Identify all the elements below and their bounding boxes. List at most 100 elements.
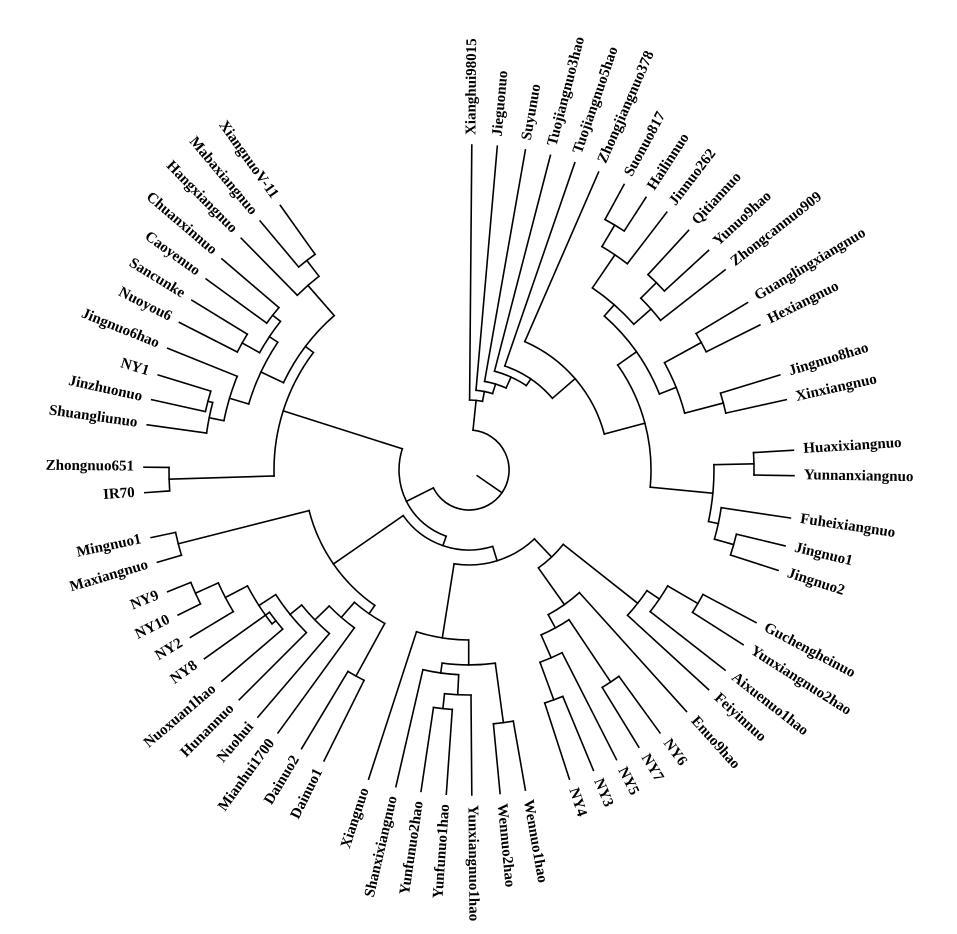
tree-branch-182 [282, 409, 404, 450]
tree-branch-20 [724, 398, 788, 415]
tree-branch-65 [649, 610, 727, 672]
leaf-label: NY4 [565, 786, 589, 819]
tree-branch-49 [493, 154, 552, 373]
tree-branch-160 [204, 277, 268, 325]
tree-branch-181 [441, 535, 448, 547]
leaf-label: Jingnuo1 [793, 540, 854, 569]
tree-branch-73 [538, 661, 555, 701]
tree-branch-98 [456, 673, 460, 696]
leaf-label: Mingnuo1 [75, 531, 143, 560]
tree-branch-43 [523, 170, 600, 343]
tree-branch-101 [439, 662, 444, 674]
tree-branch-115 [194, 581, 220, 595]
tree-branch-119 [220, 627, 284, 683]
tree-branch-92 [420, 706, 435, 793]
tree-branch-44 [603, 422, 646, 435]
tree-branch-61 [701, 593, 758, 624]
tree-branch-106 [533, 537, 553, 559]
tree-branch-17 [705, 323, 761, 353]
tree-branch-169 [258, 219, 300, 269]
tree-branch-32 [729, 553, 780, 572]
tree-branch-97 [394, 668, 424, 788]
tree-branch-145 [143, 490, 171, 494]
tree-branch-107 [441, 562, 456, 639]
tree-branch-34 [720, 506, 792, 519]
leaf-label: Xiangnuo [338, 786, 373, 850]
leaf-label: IR70 [103, 485, 136, 503]
tree-branch-149 [157, 374, 212, 393]
tree-branch-76 [601, 686, 640, 749]
tree-branch-7 [646, 229, 690, 276]
tree-branch-83 [578, 591, 688, 713]
leaf-label: Shuangliunuo [48, 403, 139, 431]
tree-branch-151 [146, 423, 208, 435]
tree-branch-121 [224, 584, 249, 599]
tree-branch-64 [666, 584, 699, 605]
tree-branch-8 [663, 249, 710, 293]
tree-branch-35 [713, 538, 735, 546]
tree-branch-184 [472, 399, 477, 432]
tree-branch-141 [402, 514, 494, 551]
tree-branch-50 [525, 377, 532, 387]
tree-branch-178 [168, 475, 275, 481]
tree-branch-103 [367, 630, 418, 781]
leaf-label: NY5 [614, 765, 641, 798]
tree-branch-59 [481, 390, 486, 403]
tree-branch-185 [405, 486, 435, 503]
tree-branch-124 [257, 593, 277, 607]
leaf-label: NY3 [590, 776, 616, 809]
tree-branch-186 [476, 474, 504, 494]
tree-branch-77 [617, 675, 662, 735]
tree-branch-173 [305, 259, 321, 278]
leaf-label: Yunfunuo1hao [430, 804, 453, 899]
tree-branch-88 [512, 720, 527, 792]
tree-branch-46 [503, 161, 576, 368]
tree-branch-118 [203, 611, 271, 660]
tree-branch-79 [540, 633, 553, 659]
tree-branch-14 [632, 307, 653, 326]
tree-branch-58 [468, 144, 473, 401]
tree-branch-55 [475, 145, 499, 392]
leaf-label: Xinxiangnuo [794, 371, 878, 404]
tree-branch-154 [208, 416, 225, 422]
tree-branch-95 [442, 692, 446, 710]
tree-branch-152 [206, 400, 214, 404]
tree-branch-176 [306, 284, 336, 317]
tree-branch-62 [691, 611, 745, 646]
leaf-label: Suyunuo [519, 83, 545, 142]
leaf-label: Yunnanxiangnuo [804, 467, 914, 485]
leaf-label: Zhongnuo651 [46, 458, 135, 475]
tree-branch-82 [547, 613, 557, 629]
tree-branch-1 [603, 183, 626, 221]
leaf-label: Huaxixiangnuo [803, 435, 902, 457]
tree-branch-71 [561, 695, 595, 772]
tree-branch-139 [367, 604, 376, 615]
tree-branch-47 [551, 377, 577, 400]
tree-branch-80 [567, 618, 612, 684]
tree-branch-137 [150, 531, 177, 539]
leaf-label: Fuheixiangnuo [799, 511, 896, 541]
tree-branch-89 [492, 722, 501, 795]
tree-branch-142 [491, 545, 499, 562]
leaf-label: Jingnuo8hao [787, 340, 871, 379]
tree-branch-175 [259, 370, 285, 384]
tree-branch-5 [626, 211, 668, 265]
tree-branch-112 [166, 581, 192, 593]
tree-branch-70 [543, 701, 571, 781]
tree-branch-85 [562, 543, 639, 605]
tree-branch-166 [228, 397, 250, 405]
tree-branch-167 [268, 335, 279, 344]
tree-branch-140 [177, 509, 311, 545]
tree-branch-41 [649, 486, 714, 495]
tree-branch-131 [276, 626, 356, 735]
leaf-label: Maxiangnuo [68, 557, 150, 595]
leaf-label: NY6 [660, 736, 690, 769]
tree-branch-109 [322, 679, 366, 762]
tree-branch-157 [178, 321, 239, 354]
tree-branch-130 [313, 604, 331, 622]
tree-branch-56 [491, 382, 497, 395]
leaf-label: Jieguonuo [490, 70, 512, 137]
tree-branch-37 [713, 462, 755, 466]
tree-branch-19 [719, 374, 781, 395]
tree-branch-134 [354, 622, 386, 678]
